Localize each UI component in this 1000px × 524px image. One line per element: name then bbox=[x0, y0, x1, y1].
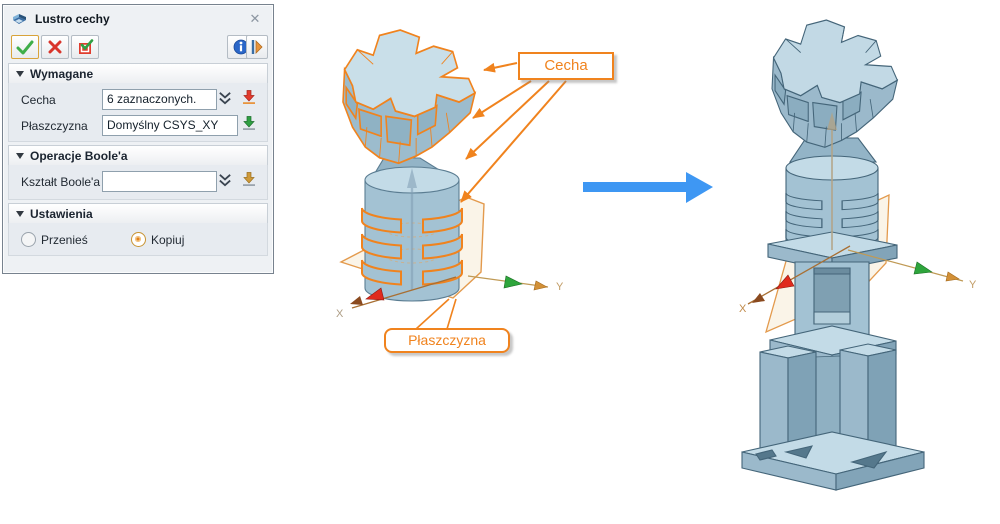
z-axis bbox=[407, 168, 417, 290]
dialog-titlebar[interactable]: Lustro cechy ✕ bbox=[5, 7, 271, 31]
x-axis-result: X bbox=[739, 245, 851, 315]
section-wymagane-body: Cecha 6 zaznaczonych. Płaszczyzna Domyśl… bbox=[8, 83, 268, 142]
collapse-triangle-icon bbox=[16, 71, 24, 77]
plaszczyzna-field-label: Płaszczyzna bbox=[21, 119, 88, 133]
section-wymagane-header[interactable]: Wymagane bbox=[8, 63, 268, 85]
kopiuj-radio[interactable] bbox=[131, 232, 146, 247]
cecha-field[interactable]: 6 zaznaczonych. bbox=[102, 89, 217, 110]
ok-check-icon bbox=[16, 40, 34, 54]
dialog-title: Lustro cechy bbox=[35, 12, 110, 26]
z-axis-result bbox=[827, 112, 837, 250]
collapse-triangle-icon bbox=[16, 211, 24, 217]
ksztalt-field-label: Kształt Boole'a bbox=[21, 175, 101, 189]
expand-list-icon[interactable] bbox=[217, 90, 233, 106]
section-ustawienia-header[interactable]: Ustawienia bbox=[8, 203, 268, 225]
boolean-picker-icon[interactable] bbox=[241, 171, 257, 187]
section-ustawienia-body: Przenieś Kopiuj bbox=[8, 223, 268, 256]
pin-panel-button[interactable] bbox=[246, 35, 268, 59]
y-axis-label: Y bbox=[556, 281, 564, 293]
crown-feature-highlighted[interactable] bbox=[342, 29, 476, 165]
section-wymagane-title: Wymagane bbox=[30, 67, 94, 81]
result-model[interactable]: X Y bbox=[739, 19, 977, 491]
result-arrow bbox=[583, 172, 713, 203]
section-ustawienia-title: Ustawienia bbox=[30, 207, 93, 221]
x-axis-label: X bbox=[336, 308, 344, 320]
plane-callout-lines bbox=[415, 298, 457, 330]
mirror-feature-icon bbox=[13, 13, 26, 24]
y-axis-result: Y bbox=[847, 249, 977, 291]
y-axis-label-result: Y bbox=[969, 279, 977, 291]
section-boole-header[interactable]: Operacje Boole'a bbox=[8, 145, 268, 167]
x-axis-label-result: X bbox=[739, 303, 747, 315]
ok-button[interactable] bbox=[11, 35, 39, 59]
collapse-triangle-icon bbox=[16, 153, 24, 159]
pin-panel-icon bbox=[251, 40, 263, 54]
plaszczyzna-field[interactable]: Domyślny CSYS_XY bbox=[102, 115, 238, 136]
mirror-feature-dialog[interactable]: Lustro cechy ✕ bbox=[2, 4, 274, 274]
x-axis: X bbox=[336, 276, 457, 320]
apply-button[interactable] bbox=[71, 35, 99, 59]
section-boole-body: Kształt Boole'a bbox=[8, 165, 268, 200]
dialog-toolbar bbox=[5, 31, 271, 61]
required-picker-icon[interactable] bbox=[241, 89, 257, 105]
cecha-callout-arrows bbox=[460, 62, 567, 203]
apply-icon bbox=[78, 39, 93, 54]
kopiuj-radio-label: Kopiuj bbox=[151, 233, 185, 247]
expand-list-icon[interactable] bbox=[217, 172, 233, 188]
cancel-button[interactable] bbox=[41, 35, 69, 59]
plane-picker-icon[interactable] bbox=[241, 115, 257, 131]
przenies-radio[interactable] bbox=[21, 232, 36, 247]
close-icon[interactable]: ✕ bbox=[249, 11, 261, 26]
source-model[interactable]: X Y bbox=[336, 29, 567, 330]
y-axis: Y bbox=[467, 275, 564, 293]
ksztalt-field[interactable] bbox=[102, 171, 217, 192]
cecha-field-label: Cecha bbox=[21, 93, 56, 107]
przenies-radio-label: Przenieś bbox=[41, 233, 88, 247]
cancel-x-icon bbox=[48, 40, 62, 54]
section-boole-title: Operacje Boole'a bbox=[30, 149, 128, 163]
cecha-annotation: Cecha bbox=[518, 52, 614, 80]
plaszczyzna-annotation: Płaszczyzna bbox=[384, 328, 510, 353]
